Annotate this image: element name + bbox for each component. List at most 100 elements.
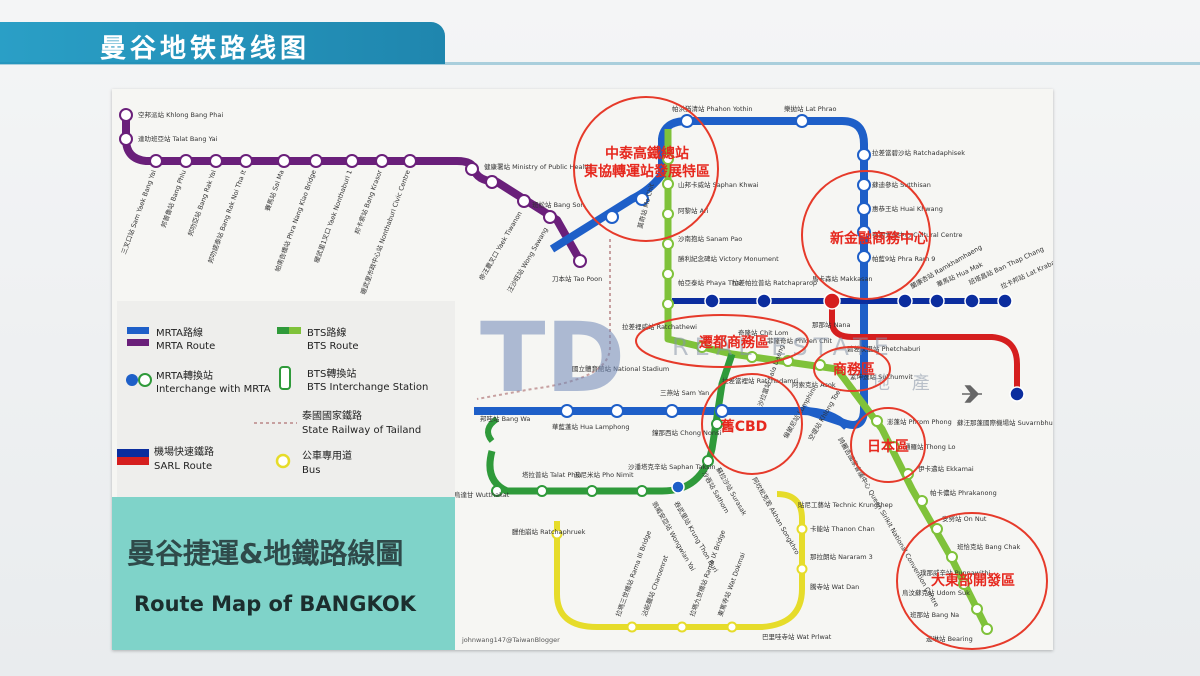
station-label: 素坤逸站 Sukhumvit bbox=[850, 372, 913, 381]
station-dot[interactable] bbox=[119, 132, 133, 146]
station-dot[interactable] bbox=[981, 623, 993, 635]
station-dot[interactable] bbox=[491, 485, 503, 497]
brt-bus-line bbox=[554, 491, 805, 630]
station-dot[interactable] bbox=[916, 495, 928, 507]
station-dot[interactable] bbox=[517, 194, 531, 208]
station-label: 波尼米站 Pho Nimit bbox=[574, 470, 634, 479]
station-dot[interactable] bbox=[902, 468, 914, 480]
zone-circle bbox=[801, 170, 931, 300]
zone-overlays bbox=[573, 96, 1048, 650]
station-dot[interactable] bbox=[711, 418, 723, 430]
station-label: 安努站 On Nut bbox=[942, 514, 987, 523]
airport-dot[interactable] bbox=[1009, 386, 1025, 402]
station-dot[interactable] bbox=[796, 563, 808, 575]
station-label: 帕藍9站 Phra Ram 9 bbox=[872, 254, 935, 263]
station-dot[interactable] bbox=[958, 578, 970, 590]
station-dot[interactable] bbox=[857, 225, 871, 239]
station-dot[interactable] bbox=[857, 178, 871, 192]
legend-swatch bbox=[127, 339, 149, 346]
legend-en: State Railway of Tailand bbox=[302, 425, 421, 436]
station-dot[interactable] bbox=[239, 154, 253, 168]
station-dot[interactable] bbox=[665, 404, 679, 418]
station-dot[interactable] bbox=[931, 523, 943, 535]
station-label: 班那站 Bang Na bbox=[910, 610, 959, 619]
station-dot[interactable] bbox=[704, 293, 720, 309]
station-dot[interactable] bbox=[536, 485, 548, 497]
station-dot[interactable] bbox=[857, 148, 871, 162]
station-dot[interactable] bbox=[375, 154, 389, 168]
station-dot[interactable] bbox=[662, 238, 674, 250]
station-dot[interactable] bbox=[119, 108, 133, 122]
station-label: 惠恭王站 Huai Khwang bbox=[872, 204, 943, 213]
station-dot[interactable] bbox=[636, 485, 648, 497]
interchange-dot[interactable] bbox=[823, 292, 841, 310]
station-dot[interactable] bbox=[403, 154, 417, 168]
station-dot[interactable] bbox=[209, 154, 223, 168]
station-dot[interactable] bbox=[897, 293, 913, 309]
station-dot[interactable] bbox=[871, 415, 883, 427]
station-dot[interactable] bbox=[309, 154, 323, 168]
station-dot[interactable] bbox=[345, 154, 359, 168]
station-dot[interactable] bbox=[543, 210, 557, 224]
station-dot[interactable] bbox=[726, 621, 738, 633]
station-dot[interactable] bbox=[662, 153, 674, 165]
interchange-dot[interactable] bbox=[671, 480, 685, 494]
station-label: 沙潘塔克辛站 Saphan Taksin bbox=[628, 462, 716, 471]
station-dot[interactable] bbox=[485, 175, 499, 189]
station-dot[interactable] bbox=[680, 114, 694, 128]
zone-circle bbox=[573, 96, 719, 242]
station-dot[interactable] bbox=[929, 293, 945, 309]
legend-swatch bbox=[275, 453, 291, 469]
station-dot[interactable] bbox=[946, 551, 958, 563]
station-label: 卡能站 Thanon Chan bbox=[810, 524, 875, 533]
station-label: 澎蓬站 Phrom Phong bbox=[887, 417, 952, 426]
station-label: 健康署站 Ministry of Public Health bbox=[484, 162, 591, 171]
station-dot[interactable] bbox=[586, 485, 598, 497]
station-dot[interactable] bbox=[756, 293, 772, 309]
station-label: 通羅站 Thong Lo bbox=[904, 442, 955, 451]
station-dot[interactable] bbox=[560, 404, 574, 418]
station-dot[interactable] bbox=[696, 341, 708, 353]
station-dot[interactable] bbox=[551, 528, 563, 540]
station-dot[interactable] bbox=[605, 210, 619, 224]
station-dot[interactable] bbox=[610, 404, 624, 418]
station-dot[interactable] bbox=[662, 178, 674, 190]
station-dot[interactable] bbox=[971, 603, 983, 615]
airport-rail-line bbox=[829, 301, 1020, 394]
station-dot[interactable] bbox=[857, 202, 871, 216]
station-dot[interactable] bbox=[465, 162, 479, 176]
legend-swatch bbox=[117, 457, 149, 465]
station-dot[interactable] bbox=[573, 254, 587, 268]
station-label: 達叻班亞站 Talat Bang Yai bbox=[138, 134, 218, 143]
station-dot[interactable] bbox=[888, 441, 900, 453]
legend-swatch bbox=[126, 374, 138, 386]
station-dot[interactable] bbox=[715, 404, 729, 418]
station-dot[interactable] bbox=[857, 250, 871, 264]
station-dot[interactable] bbox=[662, 298, 674, 310]
station-label: 班松站 Bang Son bbox=[532, 200, 585, 209]
zone-circle bbox=[896, 512, 1048, 650]
station-dot[interactable] bbox=[964, 293, 980, 309]
legend-swatch bbox=[138, 373, 152, 387]
station-dot[interactable] bbox=[626, 621, 638, 633]
legend-en: BTS Interchange Station bbox=[307, 382, 428, 393]
station-dot[interactable] bbox=[277, 154, 291, 168]
legend-zh: MRTA路線 bbox=[156, 326, 203, 339]
station-dot[interactable] bbox=[702, 455, 714, 467]
station-dot[interactable] bbox=[662, 208, 674, 220]
station-dot[interactable] bbox=[149, 154, 163, 168]
legend-zh: MRTA轉換站 bbox=[156, 369, 213, 382]
legend-zh: 泰國國家鐵路 bbox=[302, 409, 362, 422]
station-dot[interactable] bbox=[997, 293, 1013, 309]
station-dot[interactable] bbox=[796, 523, 808, 535]
zone-label: 大東部開發區 bbox=[931, 572, 1015, 589]
station-dot[interactable] bbox=[635, 192, 649, 206]
station-dot[interactable] bbox=[746, 351, 758, 363]
station-label: 璞那威辛站 Punnawithi bbox=[920, 568, 991, 577]
station-dot[interactable] bbox=[662, 268, 674, 280]
station-dot[interactable] bbox=[795, 114, 809, 128]
station-dot[interactable] bbox=[179, 154, 193, 168]
station-label: 那拉朗站 Nararam 3 bbox=[810, 552, 873, 561]
station-label: 奇隆站 Chit Lom bbox=[738, 328, 788, 337]
station-dot[interactable] bbox=[676, 621, 688, 633]
